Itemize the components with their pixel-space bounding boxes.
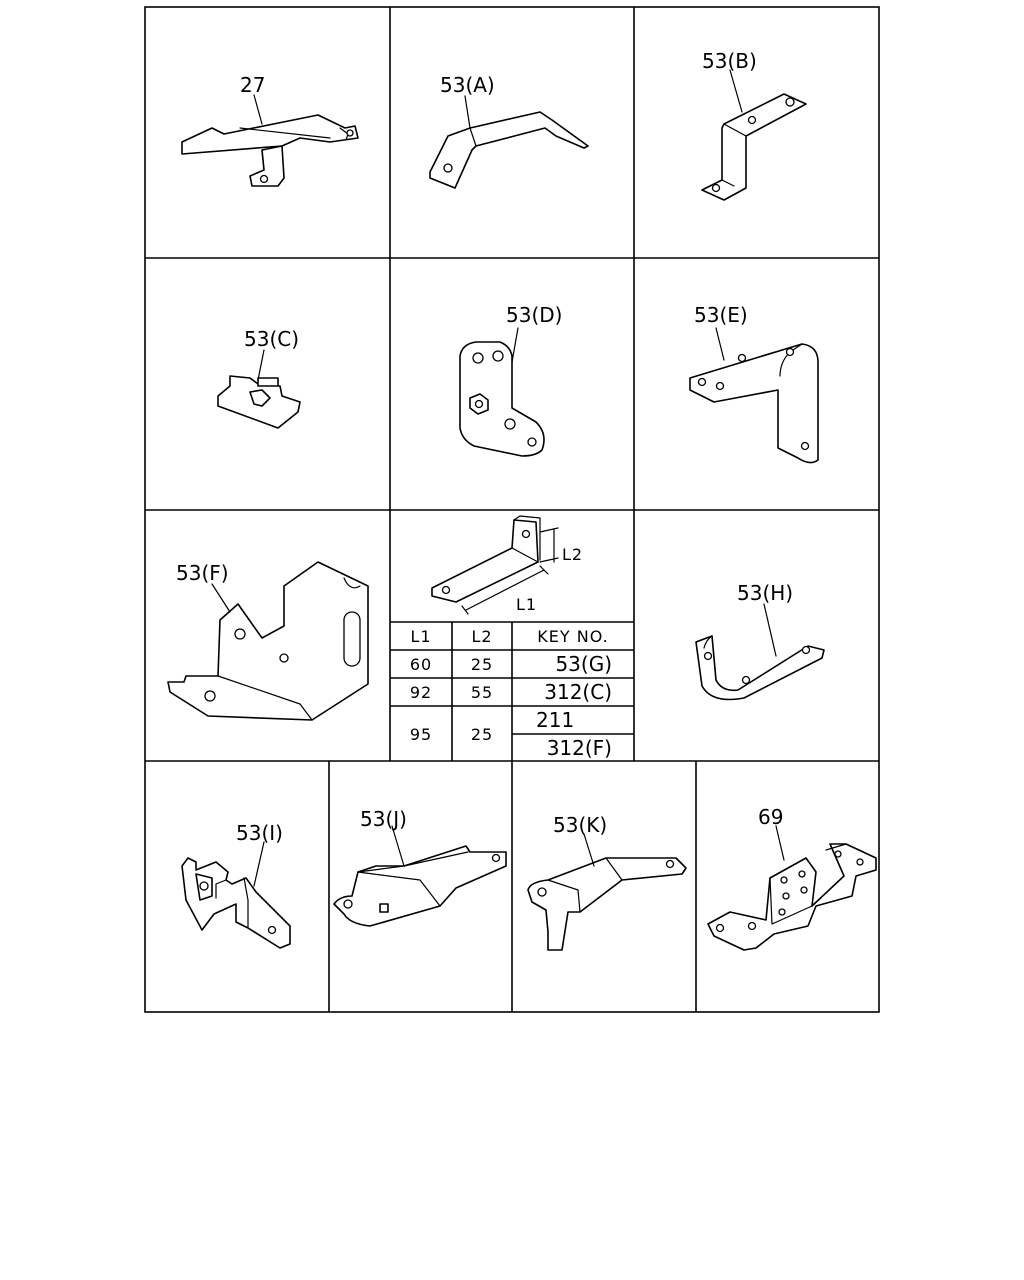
part-53c-label: 53(C): [244, 327, 299, 351]
part-53e[interactable]: 53(E): [689, 303, 819, 464]
dimension-table: L1 L2 KEY NO. 60 25 53(G) 92 55 312(C) 9…: [390, 621, 634, 761]
part-69-label: 69: [758, 805, 783, 829]
table-cell-l2: 25: [471, 655, 493, 674]
part-53b-label: 53(B): [702, 49, 757, 73]
part-53i[interactable]: 53(I): [181, 821, 291, 949]
table-cell-key: 312(C): [544, 680, 612, 704]
part-53d[interactable]: 53(D): [459, 303, 562, 457]
part-53h-label: 53(H): [737, 581, 793, 605]
table-cell-l1: 95: [410, 725, 432, 744]
part-53a-label: 53(A): [440, 73, 495, 97]
table-header-l1: L1: [410, 627, 431, 646]
part-53j-label: 53(J): [360, 807, 407, 831]
part-53f-label: 53(F): [176, 561, 229, 585]
table-header-key-no: KEY NO.: [537, 627, 608, 646]
part-53b[interactable]: 53(B): [701, 49, 807, 201]
grid-frame: [144, 6, 880, 1013]
table-cell-l1: 92: [410, 683, 432, 702]
table-header-l2: L2: [471, 627, 492, 646]
part-69[interactable]: 69: [707, 805, 877, 951]
bracket-l1-l2[interactable]: L2 L1: [431, 515, 583, 615]
dimension-l2-label: L2: [562, 545, 583, 564]
part-27-label: 27: [240, 73, 265, 97]
part-53c[interactable]: 53(C): [217, 327, 301, 429]
part-53j[interactable]: 53(J): [333, 807, 507, 927]
table-cell-l2: 25: [471, 725, 493, 744]
part-53k[interactable]: 53(K): [527, 813, 687, 951]
part-53d-label: 53(D): [506, 303, 562, 327]
table-cell-key: 211: [536, 708, 574, 732]
part-53e-label: 53(E): [694, 303, 748, 327]
dimension-l1-label: L1: [516, 595, 537, 614]
table-cell-key: 53(G): [555, 652, 612, 676]
part-53a[interactable]: 53(A): [429, 73, 589, 189]
part-53k-label: 53(K): [553, 813, 607, 837]
part-27[interactable]: 27: [181, 73, 359, 187]
table-cell-l2: 55: [471, 683, 493, 702]
table-cell-l1: 60: [410, 655, 432, 674]
part-53i-label: 53(I): [236, 821, 283, 845]
part-53h[interactable]: 53(H): [695, 581, 825, 701]
part-53f[interactable]: 53(F): [167, 561, 369, 721]
table-cell-key: 312(F): [547, 736, 612, 760]
